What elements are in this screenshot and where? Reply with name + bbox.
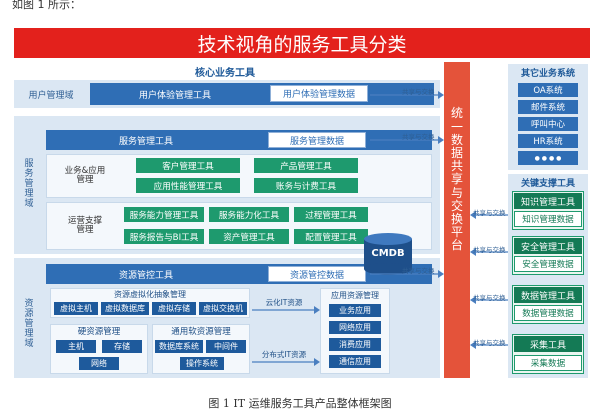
figure-caption: 图 1 IT 运维服务工具产品整体框架图 xyxy=(208,397,392,410)
cmdb-label: CMDB xyxy=(371,247,405,259)
config-mgmt-tool[interactable]: 配置管理工具 xyxy=(294,229,368,244)
knowledge-data[interactable]: 知识管理数据 xyxy=(514,211,582,227)
user-experience-data[interactable]: 用户体验管理数据 xyxy=(270,85,368,102)
mail-system[interactable]: 邮件系统 xyxy=(518,100,578,114)
sw-os[interactable]: 操作系统 xyxy=(180,357,224,370)
capability-mgmt-tool[interactable]: 服务能力管理工具 xyxy=(124,207,204,222)
sw-database[interactable]: 数据库系统 xyxy=(155,340,203,353)
service-mgmt-tool[interactable]: 服务管理工具 xyxy=(118,136,173,147)
capability-tool[interactable]: 服务能力化工具 xyxy=(209,207,289,222)
exchange-label-datamgmt: 共享与交换 xyxy=(473,294,506,302)
service-domain-label: 服务管理域 xyxy=(24,159,34,209)
billing-tool[interactable]: 账务与计费工具 xyxy=(254,178,358,193)
hw-host[interactable]: 主机 xyxy=(56,340,96,353)
exchange-label-collect: 共享与交换 xyxy=(473,339,506,347)
cmdb-cylinder-icon xyxy=(364,233,412,275)
datamgmt-tool[interactable]: 数据管理工具 xyxy=(514,287,582,303)
security-data[interactable]: 安全管理数据 xyxy=(514,256,582,272)
exchange-arrows-right-icon xyxy=(470,211,512,349)
exchange-label-knowledge: 共享与交换 xyxy=(473,209,506,217)
call-center[interactable]: 呼叫中心 xyxy=(518,117,578,131)
exchange-label-resource: 共享与交换 xyxy=(402,267,435,275)
app-resource-title: 应用资源管理 xyxy=(331,290,379,300)
virtual-database[interactable]: 虚拟数据库 xyxy=(101,302,149,315)
exchange-arrows-left-icon xyxy=(370,91,444,278)
user-domain-label: 用户管理域 xyxy=(28,90,74,101)
virtualization-title: 资源虚拟化抽象管理 xyxy=(114,290,186,299)
service-mgmt-data[interactable]: 服务管理数据 xyxy=(268,132,366,148)
resource-flow-arrows-icon xyxy=(252,306,320,366)
customer-mgmt-tool[interactable]: 客户管理工具 xyxy=(136,158,240,173)
virtual-host[interactable]: 虚拟主机 xyxy=(54,302,98,315)
hw-storage[interactable]: 存储 xyxy=(102,340,142,353)
resource-ctrl-tool[interactable]: 资源管控工具 xyxy=(118,270,173,281)
collect-tool[interactable]: 采集工具 xyxy=(514,336,582,352)
virtual-storage[interactable]: 虚拟存储 xyxy=(152,302,196,315)
product-mgmt-tool[interactable]: 产品管理工具 xyxy=(254,158,358,173)
cloud-it-label: 云化IT资源 xyxy=(265,298,303,307)
distributed-it-label: 分布式IT资源 xyxy=(261,350,307,359)
hr-system[interactable]: HR系统 xyxy=(518,134,578,148)
hardware-title: 硬资源管理 xyxy=(77,327,121,337)
core-heading: 核心业务工具 xyxy=(195,67,255,79)
oa-system[interactable]: OA系统 xyxy=(518,83,578,97)
app-communication[interactable]: 通信应用 xyxy=(329,355,381,368)
app-performance-tool[interactable]: 应用性能管理工具 xyxy=(136,178,240,193)
other-systems-heading: 其它业务系统 xyxy=(520,69,575,79)
asset-mgmt-tool[interactable]: 资产管理工具 xyxy=(209,229,289,244)
resource-ctrl-data[interactable]: 资源管控数据 xyxy=(268,266,366,282)
resource-domain-label: 资源管理域 xyxy=(24,299,34,349)
exchange-label-user: 共享与交换 xyxy=(402,88,435,96)
app-consumer[interactable]: 消费应用 xyxy=(329,338,381,351)
biz-app-label: 业务&应用管理 xyxy=(64,165,106,185)
app-business[interactable]: 业务应用 xyxy=(329,304,381,317)
datamgmt-data[interactable]: 数据管理数据 xyxy=(514,305,582,321)
more-systems[interactable]: ● ● ● ● xyxy=(518,151,578,165)
software-title: 通用软资源管理 xyxy=(171,327,231,337)
exchange-label-security: 共享与交换 xyxy=(473,246,506,254)
app-network[interactable]: 网络应用 xyxy=(329,321,381,334)
intro-text: 如图 1 所示： xyxy=(12,0,81,11)
collect-data[interactable]: 采集数据 xyxy=(514,355,582,371)
exchange-label-service: 共享与交换 xyxy=(402,133,435,141)
sw-middleware[interactable]: 中间件 xyxy=(206,340,246,353)
ops-support-label: 运营支撑管理 xyxy=(67,215,102,235)
hw-network[interactable]: 网络 xyxy=(79,357,119,370)
virtual-switch[interactable]: 虚拟交换机 xyxy=(199,302,247,315)
user-experience-tool[interactable]: 用户体验管理工具 xyxy=(138,90,211,101)
unified-platform-label: 统一数据共享与交换平台 xyxy=(450,106,463,253)
unified-platform-bar xyxy=(444,62,470,378)
security-tool[interactable]: 安全管理工具 xyxy=(514,238,582,254)
diagram-title: 技术视角的服务工具分类 xyxy=(14,28,590,58)
report-bi-tool[interactable]: 服务报告与BI工具 xyxy=(124,229,204,244)
knowledge-tool[interactable]: 知识管理工具 xyxy=(514,193,582,209)
support-tools-heading: 关键支撑工具 xyxy=(520,179,575,189)
process-mgmt-tool[interactable]: 过程管理工具 xyxy=(294,207,368,222)
